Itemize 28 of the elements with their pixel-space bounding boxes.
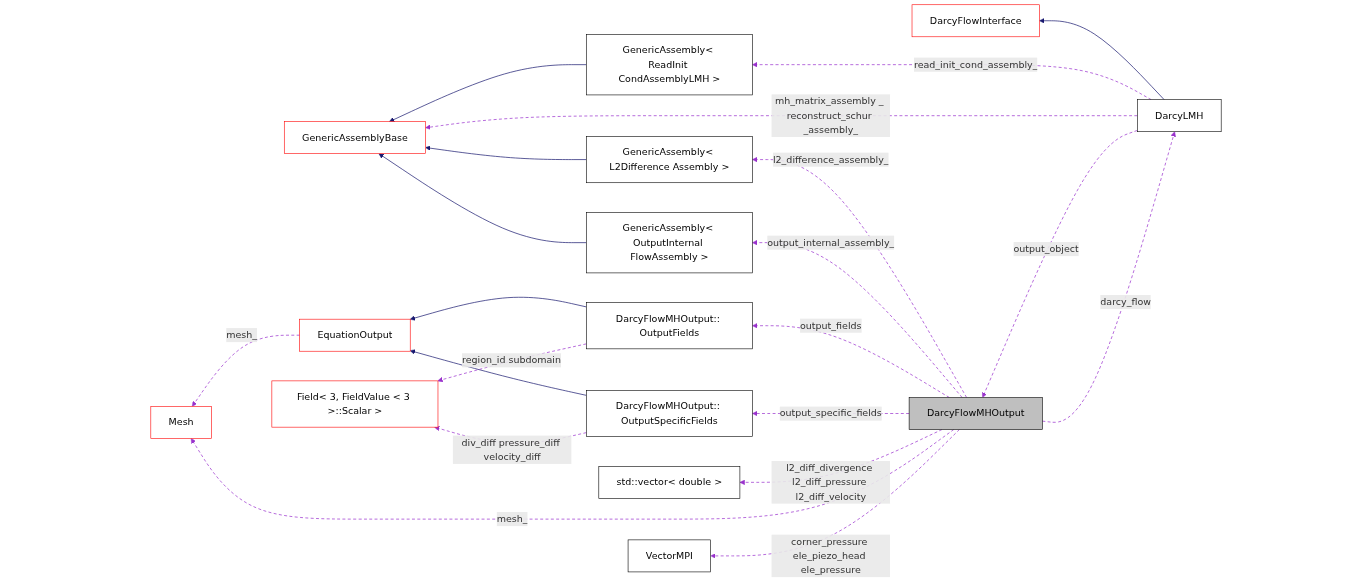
node-box: Field< 3, FieldValue < 3 >::Scalar > <box>271 380 439 428</box>
node-box: DarcyFlowInterface <box>911 4 1040 38</box>
node-box: std::vector< double > <box>598 466 741 499</box>
edge-label: mesh_ <box>496 513 528 525</box>
node-box: EquationOutput <box>299 318 411 352</box>
node-box: GenericAssemblyBase <box>284 121 426 154</box>
edge-label: region_id subdomain <box>462 354 561 366</box>
node-box: GenericAssembly< OutputInternal FlowAssembly > <box>586 212 753 274</box>
edge-label: darcy_flow <box>1100 296 1151 308</box>
node-box: DarcyLMH <box>1137 99 1222 132</box>
edge-label: output_internal_assembly_ <box>767 236 895 248</box>
edge-label: read_init_cond_assembly_ <box>913 58 1038 71</box>
node-box: DarcyFlowMHOutput <box>908 397 1043 430</box>
node-box: GenericAssembly< ReadInit CondAssemblyLMH > <box>586 34 753 96</box>
node-box: Mesh <box>150 406 212 439</box>
node-box: GenericAssembly< L2Difference Assembly > <box>586 136 753 184</box>
node-box: DarcyFlowMHOutput:: OutputSpecificFields <box>586 390 753 437</box>
edge-label: mh_matrix_assembly _ reconstruct_schur _assembly_ <box>774 95 884 136</box>
edge-label: corner_pressure ele_piezo_head ele_pressure <box>791 535 868 576</box>
edge-label: mesh_ <box>226 329 258 341</box>
edge-label: div_diff pressure_diff velocity_diff <box>461 436 560 463</box>
edge-label: output_specific_fields <box>779 407 882 419</box>
edge-label: output_fields <box>800 319 862 332</box>
edge-label: output_object <box>1013 243 1079 255</box>
edge-label: l2_difference_assembly_ <box>772 153 889 165</box>
node-box: DarcyFlowMHOutput:: OutputFields <box>586 302 753 350</box>
node-box: VectorMPI <box>627 539 711 573</box>
edge-label: l2_diff_divergence l2_diff_pressure l2_diff_velocity <box>786 462 873 502</box>
